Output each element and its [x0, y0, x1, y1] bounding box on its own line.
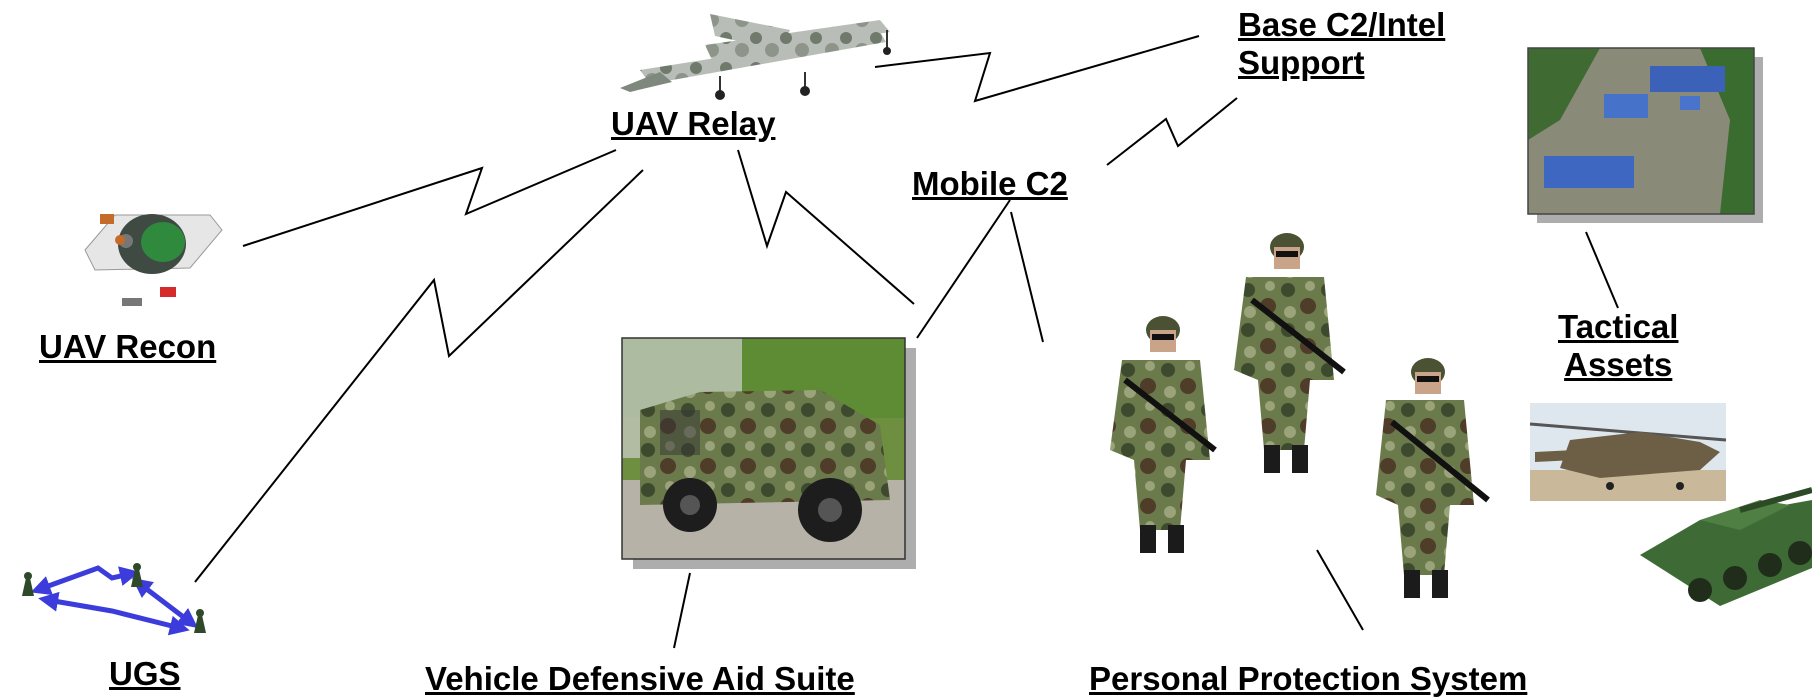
armored-vehicle-icon	[1640, 487, 1812, 606]
link-relay-base	[874, 35, 1200, 103]
link-mobile-vehicle	[916, 199, 1011, 339]
label-base-c2: Base C2/Intel Support	[1238, 6, 1445, 82]
link-soldiers-label	[1316, 549, 1364, 631]
base-compound-icon	[1527, 47, 1763, 223]
label-tactical-line2: Assets	[1564, 345, 1673, 383]
link-base-tactical	[1585, 231, 1619, 309]
label-uav-recon: UAV Recon	[39, 328, 217, 365]
uav-recon-ducted-fan-icon	[84, 214, 223, 306]
link-ugs-relay	[194, 169, 644, 583]
helicopter-icon	[1529, 403, 1727, 501]
humvee-vehicle-icon	[621, 337, 916, 569]
label-uav-relay: UAV Relay	[611, 105, 776, 142]
uav-relay-aircraft-icon	[620, 14, 891, 100]
label-base-c2-line1: Base C2/Intel	[1238, 6, 1446, 43]
label-tactical-line1: Tactical	[1558, 308, 1679, 345]
link-recon-relay	[242, 149, 617, 247]
label-base-c2-line2: Support	[1238, 43, 1365, 81]
link-vehicle-label	[673, 572, 691, 649]
link-relay-mobile2	[737, 149, 915, 305]
link-mobile-base	[1106, 97, 1238, 166]
label-personal-protection-system: Personal Protection System	[1089, 660, 1528, 697]
ugs-sensor-icon	[22, 563, 206, 636]
comm-links	[194, 35, 1619, 649]
label-vehicle-defensive-aid-suite: Vehicle Defensive Aid Suite	[425, 660, 855, 697]
link-mobile-soldiers	[1010, 211, 1044, 343]
label-tactical-assets: Tactical Assets	[1558, 308, 1678, 384]
soldier-icon	[1110, 233, 1490, 598]
label-ugs: UGS	[109, 655, 181, 692]
label-mobile-c2: Mobile C2	[912, 165, 1068, 202]
